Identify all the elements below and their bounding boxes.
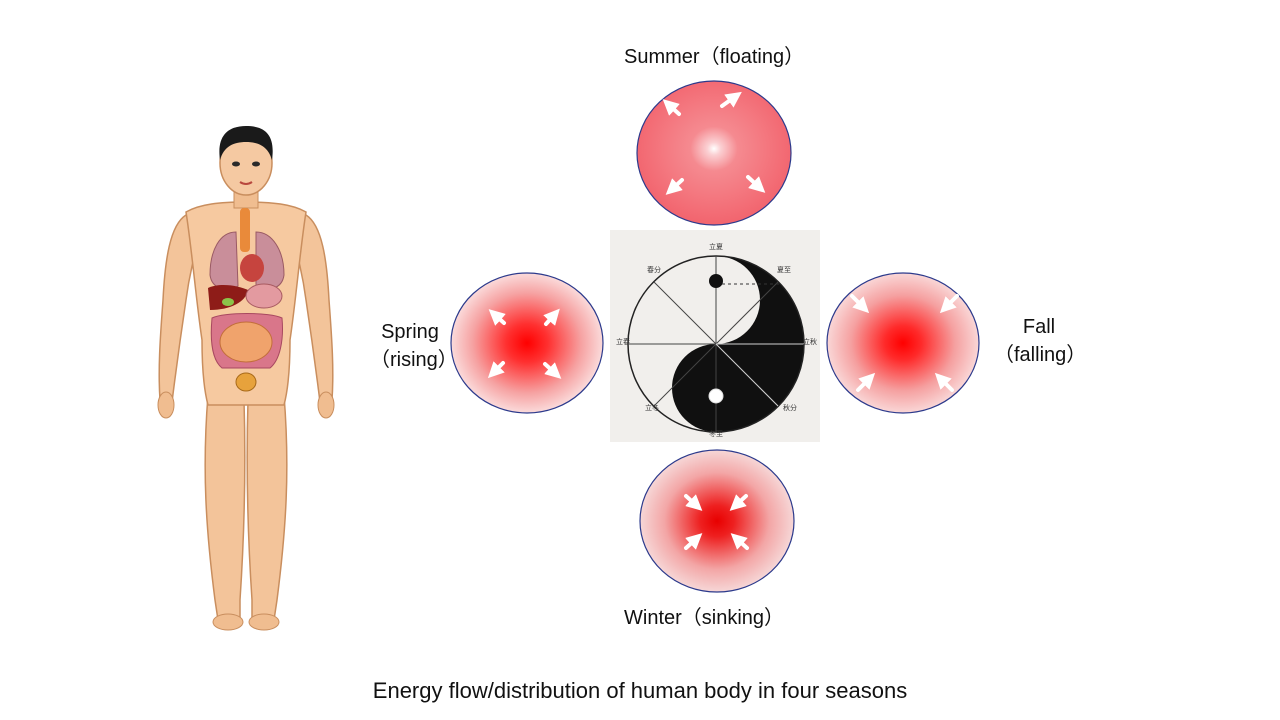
taiji-label-top: 立夏 bbox=[709, 242, 723, 251]
right-eye bbox=[252, 161, 260, 167]
taiji-dot-white bbox=[708, 388, 724, 404]
heart bbox=[240, 254, 264, 282]
taiji-label-bottom-left: 立冬 bbox=[645, 403, 659, 412]
winter-label: Winter（sinking） bbox=[624, 604, 784, 632]
fall-mode: （falling） bbox=[994, 344, 1087, 366]
taiji-label-left: 立春 bbox=[616, 337, 630, 346]
taiji-label-right: 立秋 bbox=[803, 337, 817, 346]
fall-circle bbox=[826, 272, 980, 414]
left-foot bbox=[212, 613, 244, 631]
right-hand bbox=[317, 391, 335, 419]
summer-mode: （floating） bbox=[699, 46, 805, 68]
hair bbox=[219, 126, 273, 160]
summer-name: Summer bbox=[624, 46, 700, 68]
spring-mode: （rising） bbox=[370, 349, 458, 371]
arrow-outward bbox=[543, 308, 560, 326]
taiji-label-top-left: 春分 bbox=[647, 265, 661, 274]
arrow-inward bbox=[684, 494, 703, 511]
fall-label: Fall （falling） bbox=[994, 313, 1087, 369]
spring-arrows bbox=[487, 308, 562, 379]
gallbladder bbox=[222, 298, 234, 306]
fall-arrows bbox=[850, 294, 959, 392]
taiji-label-bottom: 冬至 bbox=[709, 429, 723, 438]
arrow-outward bbox=[543, 362, 562, 379]
liver bbox=[208, 284, 248, 310]
arrow-outward bbox=[665, 178, 684, 195]
winter-circle bbox=[639, 449, 795, 593]
right-foot bbox=[248, 613, 280, 631]
summer-label: Summer（floating） bbox=[624, 43, 804, 71]
bladder bbox=[235, 372, 257, 392]
spring-label: Spring （rising） bbox=[370, 318, 458, 374]
summer-arrows bbox=[662, 91, 766, 195]
trachea bbox=[240, 208, 250, 252]
arrow-outward bbox=[720, 91, 742, 108]
right-leg bbox=[246, 394, 288, 621]
arrow-inward bbox=[939, 294, 959, 314]
taiji-label-top-right: 夏至 bbox=[777, 266, 791, 274]
small-intestine bbox=[219, 321, 273, 363]
taiji-label-bottom-right: 秋分 bbox=[783, 403, 797, 412]
fall-name: Fall bbox=[1022, 316, 1056, 338]
human-body-illustration bbox=[157, 126, 335, 631]
winter-mode: （sinking） bbox=[681, 607, 785, 629]
taiji-dot-black bbox=[709, 274, 723, 288]
arrow-inward bbox=[684, 533, 703, 550]
spring-name: Spring bbox=[381, 321, 439, 343]
arrow-outward bbox=[662, 99, 681, 116]
arrow-inward bbox=[856, 372, 876, 392]
taiji-radial-lines-light bbox=[715, 343, 804, 407]
arrow-inward bbox=[729, 494, 748, 511]
diagram-caption: Energy flow/distribution of human body i… bbox=[372, 678, 908, 703]
summer-circle bbox=[636, 80, 792, 226]
taiji-diagram: 立夏 夏至 立秋 秋分 冬至 立冬 立春 春分 bbox=[610, 230, 820, 442]
arrow-inward bbox=[934, 372, 954, 392]
winter-arrows bbox=[684, 494, 749, 550]
spring-circle bbox=[450, 272, 604, 414]
arrow-outward bbox=[746, 175, 766, 193]
winter-name: Winter bbox=[624, 607, 682, 629]
arrow-inward bbox=[850, 294, 870, 314]
mouth bbox=[239, 181, 253, 185]
left-leg bbox=[204, 394, 246, 621]
left-hand bbox=[157, 391, 175, 419]
left-eye bbox=[232, 161, 240, 167]
arrow-inward bbox=[730, 533, 749, 550]
arrow-outward bbox=[487, 361, 505, 379]
stomach bbox=[245, 283, 283, 309]
arrow-outward bbox=[488, 309, 506, 326]
